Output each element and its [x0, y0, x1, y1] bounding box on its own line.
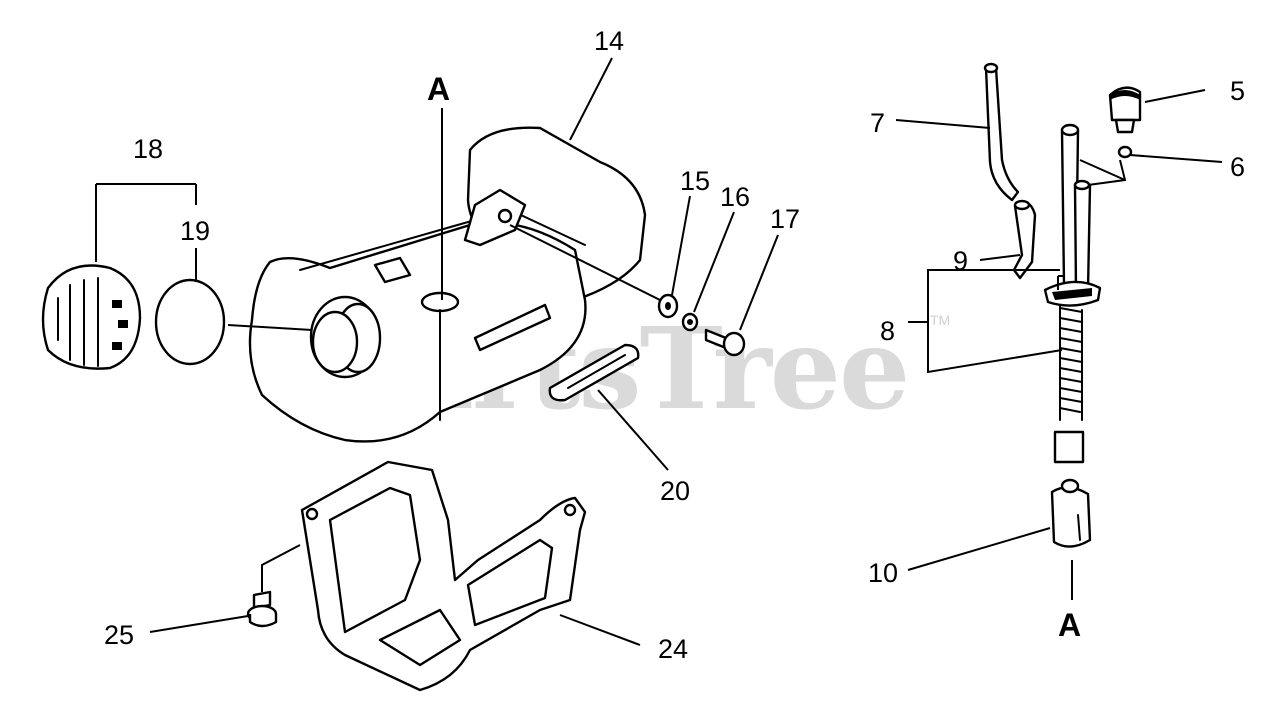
callout-24: 24 — [658, 634, 688, 664]
callout-16: 16 — [720, 182, 750, 212]
leader-lines — [95, 57, 1223, 646]
tank-bracket[interactable] — [300, 460, 587, 692]
callout-20: 20 — [660, 476, 690, 506]
bolt-17[interactable] — [704, 328, 746, 357]
fuel-filter[interactable] — [1050, 478, 1092, 548]
watermark-trademark: TM — [930, 312, 950, 328]
lock-washer-16[interactable] — [681, 312, 699, 332]
callout-18: 18 — [133, 134, 163, 164]
fuel-line-9[interactable] — [1012, 199, 1037, 280]
o-ring-6[interactable] — [1117, 145, 1133, 159]
callout-5: 5 — [1230, 76, 1245, 106]
callout-25: 25 — [104, 620, 134, 650]
fuel-tank[interactable] — [248, 126, 647, 443]
callout-14: 14 — [594, 26, 624, 56]
callout-15: 15 — [680, 166, 710, 196]
screw-25[interactable] — [246, 590, 278, 628]
callout-6: 6 — [1230, 152, 1245, 182]
fuel-pickup-assembly[interactable] — [1043, 123, 1102, 464]
reference-mark-a-tank: A — [427, 71, 450, 107]
callout-labels: 14 18 19 15 16 17 20 24 25 5 6 7 8 9 10 … — [104, 26, 1245, 664]
callout-8: 8 — [880, 316, 895, 346]
pad-20[interactable] — [548, 343, 640, 402]
reference-mark-a-filter: A — [1058, 607, 1081, 643]
fuel-cap[interactable] — [41, 264, 142, 370]
callout-19: 19 — [180, 216, 210, 246]
callout-10: 10 — [868, 558, 898, 588]
washer-15[interactable] — [657, 293, 679, 319]
callout-17: 17 — [770, 204, 800, 234]
callout-7: 7 — [870, 108, 885, 138]
cap-gasket[interactable] — [154, 278, 226, 366]
fuel-line-7[interactable] — [983, 62, 1020, 202]
primer-bulb[interactable] — [1108, 86, 1142, 134]
callout-9: 9 — [953, 246, 968, 276]
